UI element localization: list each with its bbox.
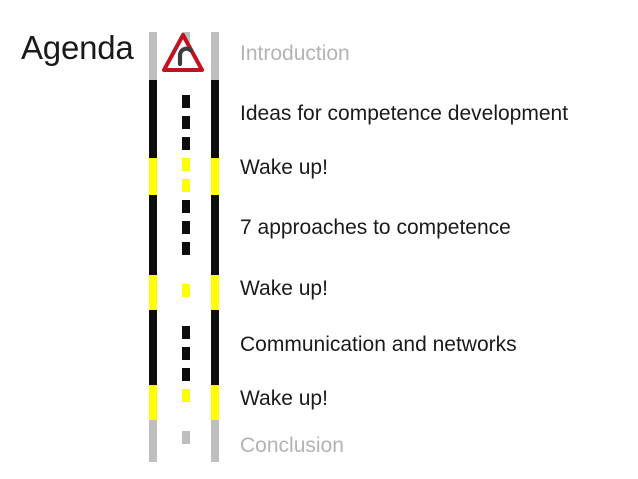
road-segment xyxy=(149,310,157,385)
road-segment xyxy=(149,420,157,462)
road-segment xyxy=(149,195,157,275)
road-segment xyxy=(149,385,157,420)
road-center-dash xyxy=(182,431,190,444)
agenda-item[interactable]: Conclusion xyxy=(240,434,344,457)
road-center-dash xyxy=(182,326,190,339)
road-center-dash xyxy=(182,347,190,360)
road-center-dash xyxy=(182,389,190,402)
road-center-dash xyxy=(182,200,190,213)
warning-triangle xyxy=(162,33,204,72)
agenda-item[interactable]: Communication and networks xyxy=(240,333,517,356)
road-line-left-edge xyxy=(149,30,157,462)
road-center-dash xyxy=(182,116,190,129)
road-segment xyxy=(211,195,219,275)
road-segment xyxy=(149,275,157,310)
road-segment xyxy=(149,32,157,80)
bend-ahead-symbol xyxy=(177,46,194,67)
road-segment xyxy=(211,80,219,158)
road-center-dash xyxy=(182,158,190,171)
agenda-item[interactable]: Introduction xyxy=(240,42,350,65)
road-center-dash xyxy=(182,137,190,150)
road-bend-warning-sign-icon xyxy=(162,33,204,72)
road-center-dash xyxy=(182,242,190,255)
agenda-item[interactable]: Wake up! xyxy=(240,387,328,410)
road-segment xyxy=(211,385,219,420)
road-segment xyxy=(211,158,219,195)
road-center-dash xyxy=(182,368,190,381)
road-segment xyxy=(149,80,157,158)
road-line-right-edge xyxy=(211,30,219,462)
road-center-dash xyxy=(182,284,190,297)
road-center-dash xyxy=(182,221,190,234)
agenda-item[interactable]: Wake up! xyxy=(240,156,328,179)
road-segment xyxy=(149,158,157,195)
agenda-item[interactable]: Wake up! xyxy=(240,277,328,300)
road-progress-graphic xyxy=(140,30,230,462)
road-segment xyxy=(211,310,219,385)
agenda-item[interactable]: 7 approaches to competence xyxy=(240,216,511,239)
road-segment xyxy=(211,275,219,310)
road-center-dash xyxy=(182,95,190,108)
road-segment xyxy=(211,32,219,80)
road-line-center-dashed xyxy=(182,30,190,462)
agenda-item[interactable]: Ideas for competence development xyxy=(240,102,569,125)
road-center-dash xyxy=(182,179,190,192)
road-segment xyxy=(211,420,219,462)
page-title: Agenda xyxy=(21,29,134,66)
